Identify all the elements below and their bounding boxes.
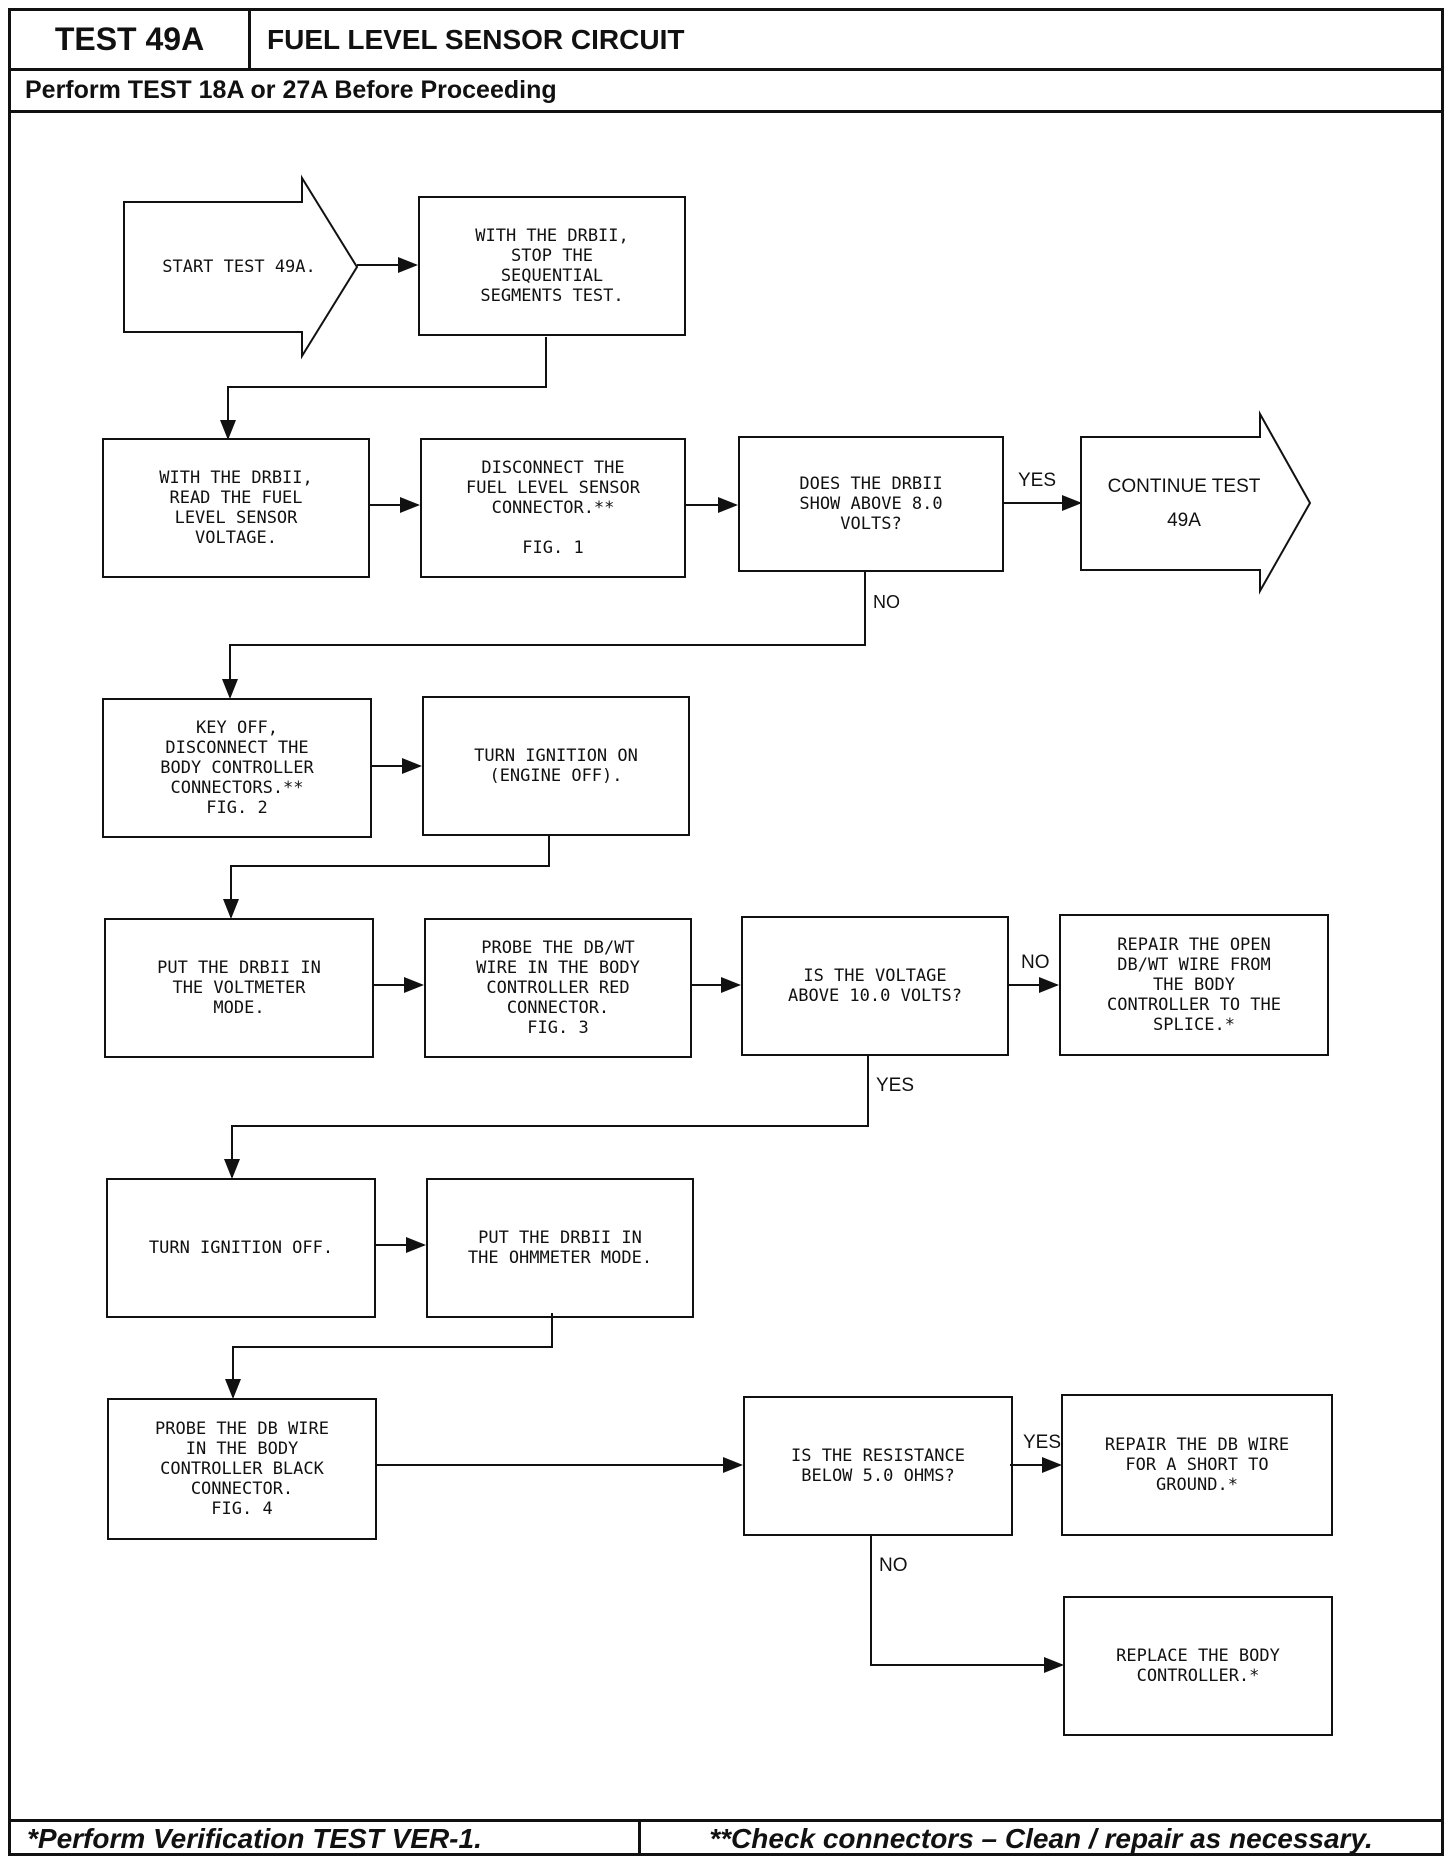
replace-controller-step: REPLACE THE BODY CONTROLLER.* xyxy=(1063,1596,1333,1736)
stop-segments-step: WITH THE DRBII, STOP THE SEQUENTIAL SEGM… xyxy=(418,196,686,336)
page-frame: TEST 49A FUEL LEVEL SENSOR CIRCUIT Perfo… xyxy=(8,8,1444,1856)
edge-label-yes: YES xyxy=(1018,470,1057,491)
continue-arrow-shape-outline xyxy=(1080,410,1312,595)
ignition-on-step: TURN IGNITION ON (ENGINE OFF). xyxy=(422,696,690,836)
key-off-step: KEY OFF, DISCONNECT THE BODY CONTROLLER … xyxy=(102,698,372,838)
test-title: FUEL LEVEL SENSOR CIRCUIT xyxy=(267,23,685,55)
connector-note: **Check connectors – Clean / repair as n… xyxy=(709,1823,1373,1854)
repair-open-step: REPAIR THE OPEN DB/WT WIRE FROM THE BODY… xyxy=(1059,914,1329,1056)
footer-row: *Perform Verification TEST VER-1. **Chec… xyxy=(11,1819,1441,1856)
edge-label-no: NO xyxy=(879,1555,908,1576)
start-arrow-shape xyxy=(123,174,359,360)
read-voltage-step: WITH THE DRBII, READ THE FUEL LEVEL SENS… xyxy=(102,438,370,578)
edge-label-no: NO xyxy=(1021,952,1050,973)
ohmmeter-mode-step: PUT THE DRBII IN THE OHMMETER MODE. xyxy=(426,1178,694,1318)
continue-arrow-shape xyxy=(1081,414,1310,437)
continue-node: CONTINUE TEST 49A xyxy=(1107,476,1261,531)
probe-dbwt-step: PROBE THE DB/WT WIRE IN THE BODY CONTROL… xyxy=(424,918,692,1058)
prerequisite-row: Perform TEST 18A or 27A Before Proceedin… xyxy=(11,71,1441,113)
test-id: TEST 49A xyxy=(11,11,251,68)
start-node: START TEST 49A. xyxy=(162,257,316,277)
ignition-off-step: TURN IGNITION OFF. xyxy=(106,1178,376,1318)
header-row: TEST 49A FUEL LEVEL SENSOR CIRCUIT xyxy=(11,11,1441,71)
decision-above-8-volts: DOES THE DRBII SHOW ABOVE 8.0 VOLTS? xyxy=(738,436,1004,572)
verification-note: *Perform Verification TEST VER-1. xyxy=(11,1822,641,1856)
voltmeter-mode-step: PUT THE DRBII IN THE VOLTMETER MODE. xyxy=(104,918,374,1058)
decision-above-10-volts: IS THE VOLTAGE ABOVE 10.0 VOLTS? xyxy=(741,916,1009,1056)
prerequisite-note: Perform TEST 18A or 27A Before Proceedin… xyxy=(25,76,557,104)
edge-label-yes: YES xyxy=(1023,1432,1062,1453)
edge-label-yes: YES xyxy=(876,1075,915,1096)
edge-label-no: NO xyxy=(873,592,900,612)
probe-db-step: PROBE THE DB WIRE IN THE BODY CONTROLLER… xyxy=(107,1398,377,1540)
disconnect-sensor-step: DISCONNECT THE FUEL LEVEL SENSOR CONNECT… xyxy=(420,438,686,578)
decision-below-5-ohms: IS THE RESISTANCE BELOW 5.0 OHMS? xyxy=(743,1396,1013,1536)
repair-short-step: REPAIR THE DB WIRE FOR A SHORT TO GROUND… xyxy=(1061,1394,1333,1536)
